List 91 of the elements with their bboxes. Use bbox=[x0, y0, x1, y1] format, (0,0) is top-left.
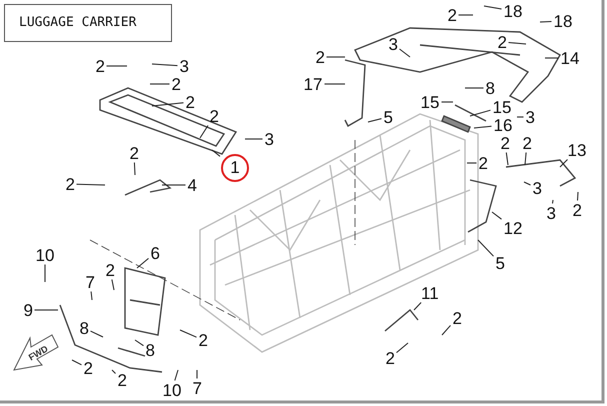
callout-number: 15 bbox=[420, 94, 440, 110]
callout-number: 15 bbox=[492, 98, 512, 116]
leader-line bbox=[200, 125, 208, 138]
callout-number: 14 bbox=[560, 50, 580, 66]
leader-line bbox=[244, 138, 263, 140]
leader-line bbox=[111, 279, 114, 290]
callout-number: 2 bbox=[314, 48, 326, 66]
callout-number: 17 bbox=[302, 76, 324, 92]
callout-number: 7 bbox=[192, 380, 203, 396]
leader-line bbox=[466, 162, 477, 164]
title-box: LUGGAGE CARRIER bbox=[4, 4, 172, 42]
callout-number: 8 bbox=[144, 342, 156, 358]
callout-number: 2 bbox=[82, 360, 94, 376]
leader-line bbox=[368, 118, 382, 122]
callout-number: 10 bbox=[162, 382, 182, 398]
callout-number: 18 bbox=[552, 12, 574, 30]
leader-line bbox=[478, 240, 494, 257]
leader-line bbox=[72, 360, 82, 366]
callout-number: 3 bbox=[524, 108, 536, 126]
leader-line bbox=[112, 370, 116, 374]
direction-label: FWD bbox=[26, 344, 50, 362]
leader-line bbox=[134, 340, 144, 346]
callout-number: 3 bbox=[178, 58, 190, 74]
leader-line bbox=[506, 152, 508, 166]
leader-line bbox=[414, 302, 422, 310]
callout-number: 11 bbox=[420, 284, 440, 302]
callout-number: 5 bbox=[382, 108, 394, 126]
leader-line bbox=[484, 6, 502, 10]
leader-line bbox=[134, 162, 136, 176]
leader-line bbox=[474, 126, 492, 128]
leader-line bbox=[492, 212, 502, 220]
callout-number: 2 bbox=[208, 108, 220, 124]
callout-number: 2 bbox=[452, 310, 463, 326]
callout-number: 2 bbox=[104, 262, 116, 278]
leader-line bbox=[152, 64, 178, 66]
callout-number: 18 bbox=[502, 2, 524, 20]
callout-number: 2 bbox=[384, 350, 396, 366]
leader-line bbox=[44, 264, 46, 282]
callout-number: 2 bbox=[496, 34, 508, 50]
callout-number: 7 bbox=[84, 274, 96, 290]
leader-line bbox=[442, 324, 451, 336]
callout-number: 3 bbox=[388, 36, 399, 52]
callout-number: 13 bbox=[566, 142, 588, 158]
leader-line bbox=[396, 342, 408, 354]
callout-number: 3 bbox=[532, 180, 543, 196]
callout-number: 2 bbox=[128, 144, 140, 162]
leader-line bbox=[326, 56, 346, 58]
leader-line bbox=[76, 184, 106, 186]
leader-line bbox=[212, 150, 220, 157]
leader-line bbox=[136, 258, 149, 268]
leader-line bbox=[524, 152, 527, 166]
leader-line bbox=[162, 184, 186, 186]
callout-number: 16 bbox=[492, 116, 514, 134]
leader-line bbox=[458, 14, 474, 16]
callout-number: 12 bbox=[502, 220, 524, 236]
callout-number: 3 bbox=[264, 130, 275, 148]
leader-line bbox=[524, 182, 531, 186]
callout-number: 8 bbox=[484, 80, 496, 96]
callout-number: 3 bbox=[546, 204, 557, 222]
leader-line bbox=[560, 159, 568, 168]
callout-number: 2 bbox=[500, 134, 511, 152]
callout-number: 6 bbox=[150, 244, 161, 262]
callout-number: 8 bbox=[78, 320, 90, 336]
leader-line bbox=[577, 192, 578, 201]
leader-line bbox=[540, 21, 552, 22]
callout-number: 2 bbox=[198, 332, 209, 348]
callout-number: 2 bbox=[572, 202, 583, 218]
leader-line bbox=[152, 102, 184, 106]
callout-number: 9 bbox=[22, 302, 34, 318]
leader-line bbox=[196, 370, 198, 379]
leader-line bbox=[180, 330, 197, 338]
leader-line bbox=[508, 42, 526, 44]
callout-number: 2 bbox=[522, 134, 533, 152]
callout-number: 2 bbox=[94, 58, 106, 74]
leader-line bbox=[90, 291, 92, 300]
callout-number: 2 bbox=[446, 6, 458, 24]
callout-number: 2 bbox=[64, 176, 76, 192]
callout-number: 2 bbox=[170, 76, 182, 92]
leader-line bbox=[516, 116, 524, 118]
leader-line bbox=[470, 110, 491, 116]
leader-line bbox=[399, 48, 410, 58]
callout-number: 1 bbox=[221, 154, 249, 182]
callout-number: 2 bbox=[478, 154, 489, 172]
leader-line bbox=[90, 330, 104, 338]
callout-number: 5 bbox=[494, 254, 506, 272]
callout-number: 10 bbox=[34, 246, 56, 264]
callout-number: 2 bbox=[184, 94, 196, 110]
callout-number: 2 bbox=[116, 372, 128, 388]
leader-line bbox=[174, 370, 178, 381]
callout-number: 4 bbox=[186, 176, 198, 194]
leader-line bbox=[552, 200, 554, 204]
